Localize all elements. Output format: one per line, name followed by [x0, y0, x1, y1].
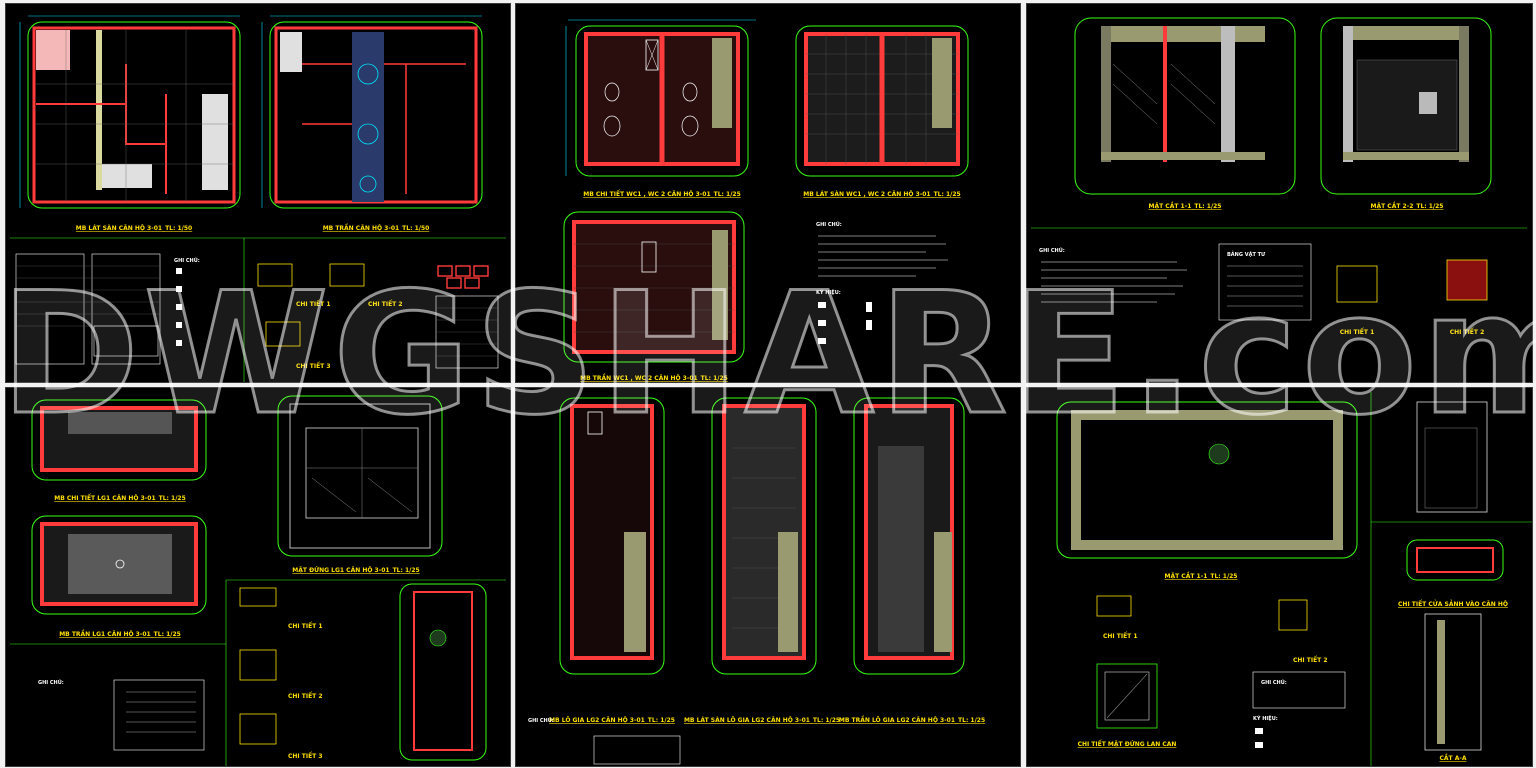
- detail-s3-0: CHI TIẾT 1: [1340, 328, 1375, 336]
- box-title-s3: BẢNG VẬT TƯ: [1227, 250, 1266, 258]
- note-title-s5: GHI CHÚ:: [528, 717, 554, 724]
- sheet-section-door-railing: MẶT CẮT 1-1_TL: 1/25 CHI TIẾT CỬA SẢNH V…: [1026, 387, 1533, 767]
- detail-s4-0: CHI TIẾT 1: [288, 622, 323, 630]
- detail-s1-1: CHI TIẾT 2: [368, 300, 403, 308]
- caption-s6-1: CHI TIẾT CỬA SẢNH VÀO CĂN HỘ: [1398, 600, 1508, 608]
- detail-s1-0: CHI TIẾT 1: [296, 300, 331, 308]
- sheet-2-drawing: MB CHI TIẾT WC1 , WC 2 CĂN HỘ 3-01_TL: 1…: [563, 19, 969, 382]
- caption-s1-0: MB LÁT SÀN CĂN HỘ 3-01_TL: 1/50: [76, 225, 192, 232]
- note-title-s3: GHI CHÚ:: [1039, 247, 1065, 254]
- symbols-title-s6: KÝ HIỆU:: [1253, 714, 1278, 722]
- sheet-loggia-lg1: MB CHI TIẾT LG1 CĂN HỘ 3-01_TL: 1/25 MB …: [5, 387, 511, 767]
- detail-s3-1: CHI TIẾT 2: [1450, 328, 1485, 336]
- caption-s5-2: MB TRẦN LÔ GIA LG2 CĂN HỘ 3-01_TL: 1/25: [839, 715, 985, 724]
- sheet-1-drawing: MB LÁT SÀN CĂN HỘ 3-01_TL: 1/50 MB TRẦN …: [10, 15, 506, 382]
- caption-s2-0: MB CHI TIẾT WC1 , WC 2 CĂN HỘ 3-01_TL: 1…: [583, 190, 741, 198]
- note-title-s2: GHI CHÚ:: [816, 221, 842, 228]
- sheet-4-drawing: MB CHI TIẾT LG1 CĂN HỘ 3-01_TL: 1/25 MB …: [10, 395, 506, 766]
- note-title-s6: GHI CHÚ:: [1261, 679, 1287, 686]
- caption-s4-0: MB CHI TIẾT LG1 CĂN HỘ 3-01_TL: 1/25: [54, 494, 186, 502]
- caption-s4-2: MẶT ĐỨNG LG1 CĂN HỘ 3-01_TL: 1/25: [292, 567, 419, 574]
- caption-s6-0: MẶT CẮT 1-1_TL: 1/25: [1165, 572, 1238, 580]
- note-title-s4: GHI CHÚ:: [38, 679, 64, 686]
- caption-s6-3: CẮT A-A: [1439, 754, 1466, 762]
- caption-s3-1: MẶT CẮT 2-2_TL: 1/25: [1371, 202, 1444, 210]
- caption-s5-1: MB LÁT SÀN LÔ GIA LG2 CĂN HỘ 3-01_TL: 1/…: [684, 717, 840, 724]
- sheet-sections: MẶT CẮT 1-1_TL: 1/25 MẶT CẮT 2-2_TL: 1/2…: [1026, 3, 1533, 383]
- caption-s3-0: MẶT CẮT 1-1_TL: 1/25: [1149, 202, 1222, 210]
- detail-s1-2: CHI TIẾT 3: [296, 362, 331, 370]
- caption-s2-1: MB LÁT SÀN WC1 , WC 2 CĂN HỘ 3-01_TL: 1/…: [803, 191, 960, 198]
- sheet-6-drawing: MẶT CẮT 1-1_TL: 1/25 CHI TIẾT CỬA SẢNH V…: [1056, 392, 1532, 766]
- sheet-3-drawing: MẶT CẮT 1-1_TL: 1/25 MẶT CẮT 2-2_TL: 1/2…: [1031, 17, 1527, 336]
- sheet-loggia-lg2: MB LÔ GIA LG2 CĂN HỘ 3-01_TL: 1/25 MB LÁ…: [515, 387, 1021, 767]
- caption-s6-2: CHI TIẾT MẶT ĐỨNG LAN CAN: [1078, 740, 1177, 748]
- sheet-wc-plans: MB CHI TIẾT WC1 , WC 2 CĂN HỘ 3-01_TL: 1…: [515, 3, 1021, 383]
- note-title-s1: GHI CHÚ:: [174, 257, 200, 264]
- caption-s1-1: MB TRẦN CĂN HỘ 3-01_TL: 1/50: [323, 223, 430, 232]
- symbols-title-s2: KÝ HIỆU:: [816, 288, 841, 296]
- caption-s5-0: MB LÔ GIA LG2 CĂN HỘ 3-01_TL: 1/25: [549, 717, 675, 724]
- detail-s4-2: CHI TIẾT 3: [288, 752, 323, 760]
- detail-s4-1: CHI TIẾT 2: [288, 692, 323, 700]
- detail-s6-1: CHI TIẾT 2: [1293, 656, 1328, 664]
- sheet-5-drawing: MB LÔ GIA LG2 CĂN HỘ 3-01_TL: 1/25 MB LÁ…: [528, 397, 985, 765]
- sheet-floor-ceiling-plan: MB LÁT SÀN CĂN HỘ 3-01_TL: 1/50 MB TRẦN …: [5, 3, 511, 383]
- detail-s6-0: CHI TIẾT 1: [1103, 632, 1138, 640]
- caption-s2-2: MB TRẦN WC1 , WC 2 CĂN HỘ 3-01_TL: 1/25: [580, 373, 728, 382]
- caption-s4-1: MB TRẦN LG1 CĂN HỘ 3-01_TL: 1/25: [59, 629, 181, 638]
